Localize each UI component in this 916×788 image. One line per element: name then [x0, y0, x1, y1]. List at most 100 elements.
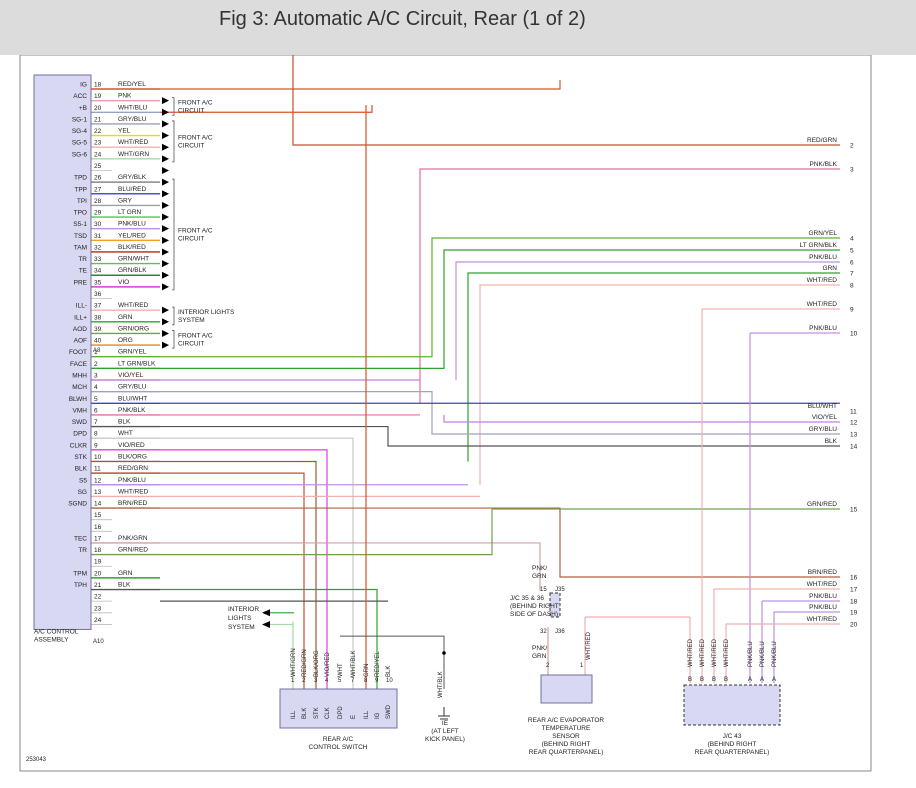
right-pin-number: 20 — [850, 622, 858, 629]
pin-label: VMH — [73, 407, 88, 414]
jc43-pin: A — [748, 677, 752, 683]
pin-label: TR — [78, 547, 87, 554]
right-pin-number: 5 — [850, 248, 854, 255]
wire-code: LT GRN/BLK — [118, 360, 156, 367]
right-wire-code: VIO/YEL — [812, 414, 838, 421]
switch-pin-number: 3 — [314, 678, 318, 684]
wire-wht — [160, 437, 354, 689]
pin-number: 29 — [94, 210, 102, 217]
pin-number: 21 — [94, 116, 102, 123]
right-pin-number: 6 — [850, 260, 854, 267]
sensor-label: TEMPERATURE — [542, 725, 591, 732]
arrow-icon — [162, 271, 169, 279]
jc43-label: (BEHIND RIGHT — [708, 741, 757, 748]
jc35-label: J/C 35 & 36 — [510, 595, 544, 602]
wire-code: GRY/BLU — [118, 116, 147, 123]
wire-code: VIO/YEL — [118, 372, 144, 379]
wire-code: GRN — [118, 570, 133, 577]
pin-label: TAM — [74, 244, 87, 251]
wire-vio-red — [160, 449, 328, 689]
pin-label: TR — [78, 256, 87, 263]
pin-label: ILL- — [76, 303, 87, 310]
pin-label: S5-1 — [73, 221, 87, 228]
jc43-pin: A — [772, 677, 776, 683]
ground-label: (AT LEFT — [431, 728, 459, 735]
pin-label: TEC — [74, 535, 87, 542]
pin-number: 25 — [94, 163, 102, 170]
pin-number: 15 — [94, 512, 102, 519]
switch-wire-code: VIO/RED — [325, 652, 331, 677]
wire-code: BLK/RED — [118, 244, 146, 251]
right-wire-code: PNK/BLU — [809, 593, 837, 600]
switch-pin-number: 2 — [302, 678, 306, 684]
group-label: CIRCUIT — [178, 142, 204, 149]
pin-number: 30 — [94, 221, 102, 228]
right-pin-number: 16 — [850, 575, 858, 582]
arrow-icon — [162, 155, 169, 163]
right-wire-code: WHT/RED — [807, 616, 838, 623]
sensor-wire-code: WHT/RED — [586, 631, 592, 660]
interior-lights-label: LIGHTS — [228, 615, 252, 622]
wire-code: GRN/ORG — [118, 325, 149, 332]
pin-number: 13 — [94, 489, 102, 496]
pin-number: 2 — [94, 361, 98, 368]
pin-label: SG-6 — [72, 151, 88, 158]
pin-number: 11 — [94, 466, 101, 473]
pin-number: 19 — [94, 559, 102, 566]
right-wire-code: RED/GRN — [807, 137, 837, 144]
jc35-pin: 32 — [540, 629, 547, 635]
right-wire-code: PNK/BLU — [809, 254, 837, 261]
assembly-label: ASSEMBLY — [34, 636, 69, 643]
wire-code: GRY/BLU — [118, 384, 147, 391]
pin-number: 37 — [94, 303, 102, 310]
pin-number: 7 — [94, 419, 98, 426]
wire-wht-blk — [340, 635, 445, 689]
pin-label: ILL+ — [74, 314, 87, 321]
right-pin-number: 4 — [850, 236, 854, 243]
group-label: INTERIOR LIGHTS — [178, 309, 235, 316]
switch-wire-code: BLK/ORG — [314, 650, 320, 677]
wire-grn — [467, 272, 840, 462]
arrow-icon — [162, 143, 169, 151]
evaporator-temp-sensor — [540, 674, 593, 704]
switch-wire-code: WHT/BLK — [351, 650, 357, 677]
arrow-icon — [162, 341, 169, 349]
pin-label: TPI — [77, 198, 87, 205]
wire-grn-red — [160, 508, 840, 556]
right-pin-number: 18 — [850, 599, 858, 606]
arrow-icon — [162, 318, 169, 326]
interior-lights-label: SYSTEM — [228, 624, 255, 631]
wire-code: PNK/BLU — [118, 477, 146, 484]
pin-number: 39 — [94, 326, 102, 333]
right-wire-code: BLU/WHT — [808, 403, 837, 410]
pin-label: S5 — [79, 477, 87, 484]
ac-control-assembly-box — [33, 74, 92, 630]
right-wire-code: WHT/RED — [807, 581, 838, 588]
switch-terminal-label: DPD — [338, 706, 344, 719]
wire-code: WHT — [118, 430, 133, 437]
wire-red-grn — [292, 55, 840, 146]
wire-ig — [160, 80, 561, 90]
pin-number: 6 — [94, 407, 98, 414]
pin-number: 24 — [94, 617, 102, 624]
switch-wire-code: GRN — [364, 664, 370, 677]
switch-terminal-label: ILL — [291, 710, 297, 719]
arrow-icon — [162, 248, 169, 256]
jc43-label: J/C 43 — [723, 733, 742, 740]
right-wire-code: GRN — [823, 265, 838, 272]
arrow-icon — [162, 213, 169, 221]
figure-header: Fig 3: Automatic A/C Circuit, Rear (1 of… — [0, 0, 916, 55]
pin-number: 18 — [94, 82, 102, 89]
group-brace — [172, 330, 175, 349]
ground-label: KICK PANEL) — [425, 736, 465, 743]
right-wire-code: PNK/BLU — [809, 325, 837, 332]
wire-pnk-grn — [160, 542, 541, 591]
arrow-icon — [162, 201, 169, 209]
group-label: CIRCUIT — [178, 236, 204, 243]
arrow-icon — [162, 260, 169, 268]
jc43-wire-code: WHT/RED — [700, 638, 706, 667]
jc43-wire-code: WHT/RED — [688, 638, 694, 667]
jc35-wire-top: GRN — [532, 573, 547, 580]
jc43-box — [683, 684, 781, 726]
